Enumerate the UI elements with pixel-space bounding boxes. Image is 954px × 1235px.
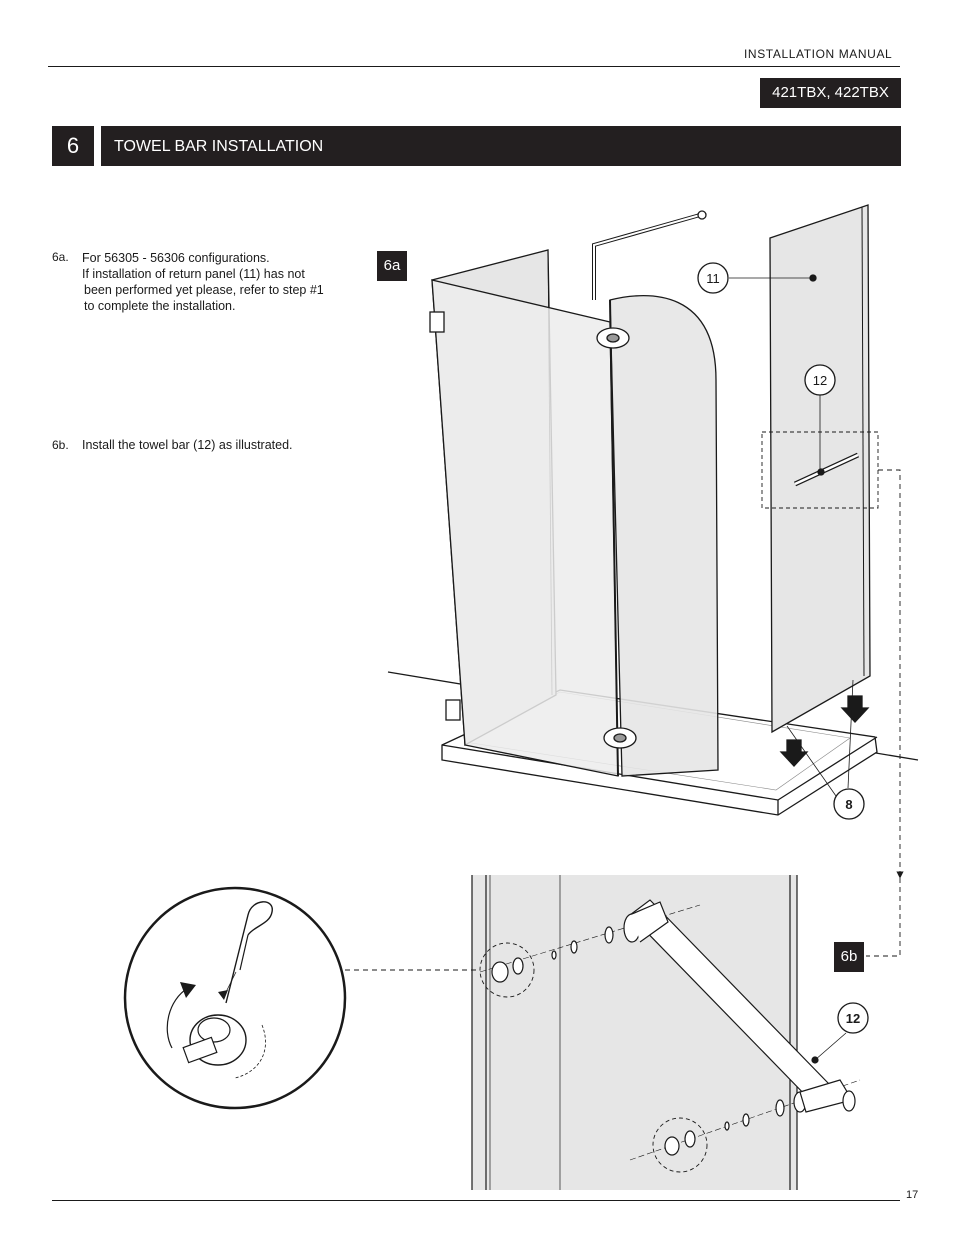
instruction-6a-text: For 56305 - 56306 configurations. If ins… [82,250,324,314]
svg-text:11: 11 [706,271,720,286]
curved-door-panel [609,295,719,777]
manual-label: INSTALLATION MANUAL [744,47,893,61]
towel-bar-detail-diagram [345,875,861,1190]
support-bar [592,213,701,300]
callout-11: 11 [697,262,729,294]
down-arrow [840,695,870,723]
callout-8: 8 [833,788,865,820]
instruction-6a-line: For 56305 - 56306 configurations. [82,251,270,265]
footer-rule [52,1200,900,1201]
page-number: 17 [906,1189,919,1201]
callout-12: 12 [804,364,836,396]
svg-text:12: 12 [846,1011,860,1026]
pin [225,901,273,1004]
instruction-6b-number: 6b. [52,438,69,452]
instruction-6b-line: Install the towel bar (12) as illustrate… [82,438,293,452]
shower-enclosure-diagram [387,204,919,957]
instruction-6b-text: Install the towel bar (12) as illustrate… [82,437,293,453]
svg-text:12: 12 [813,373,827,388]
magnified-detail [123,886,347,1110]
section-title: TOWEL BAR INSTALLATION [101,126,901,166]
hinge [445,699,461,721]
callout-12-detail: 12 [837,1002,869,1034]
instruction-6a-line: been performed yet please, refer to step… [84,283,324,297]
header-rule [48,66,900,67]
figure-6a-label: 6a [377,251,407,281]
figure-6b-label: 6b [834,942,864,972]
instruction-6a-line: If installation of return panel (11) has… [82,267,305,281]
model-badge: 421TBX, 422TBX [760,78,901,108]
down-arrow [779,739,809,767]
hinge [429,311,445,333]
instruction-6a-number: 6a. [52,250,69,264]
instruction-6a-line: to complete the installation. [84,299,236,313]
svg-text:8: 8 [845,797,852,812]
step-number: 6 [52,126,94,166]
